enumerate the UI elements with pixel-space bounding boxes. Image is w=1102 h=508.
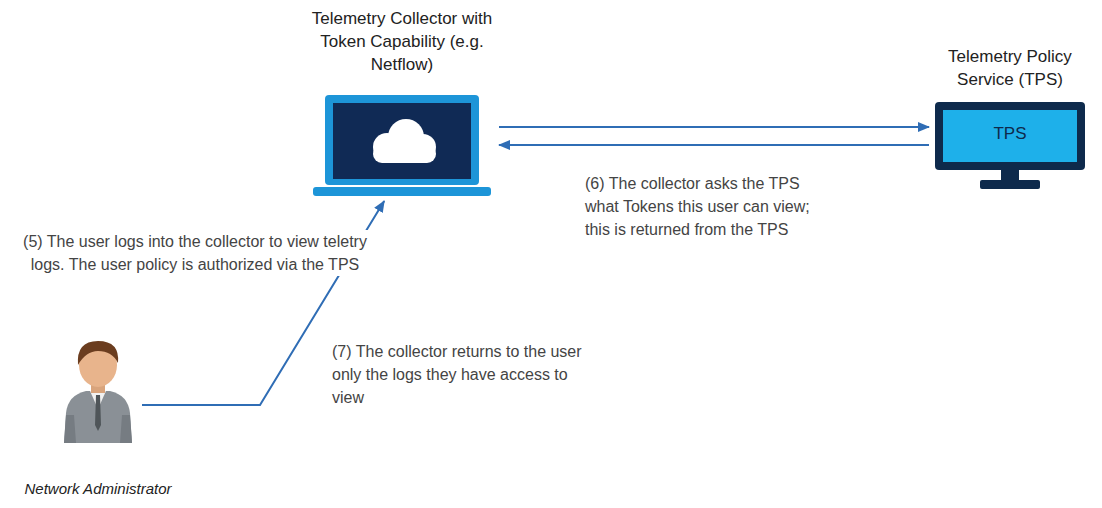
node-heading: Telemetry Policy Service (TPS) bbox=[930, 46, 1090, 92]
node-caption: Network Administrator bbox=[0, 479, 198, 499]
tps-icon: Telemetry Policy Service (TPS)TPS bbox=[935, 102, 1085, 190]
step-note: (7) The collector returns to the user on… bbox=[332, 340, 597, 410]
node-heading: Telemetry Collector with Token Capabilit… bbox=[290, 8, 515, 77]
step-note: (5) The user logs into the collector to … bbox=[20, 230, 370, 276]
screen-label: TPS bbox=[943, 108, 1077, 160]
collector-icon: Telemetry Collector with Token Capabilit… bbox=[313, 95, 491, 197]
laptop-icon bbox=[313, 95, 491, 197]
step-note: (6) The collector asks the TPS what Toke… bbox=[585, 172, 835, 242]
flow-arrow bbox=[499, 144, 929, 146]
monitor-icon bbox=[935, 102, 1085, 190]
person-icon bbox=[60, 335, 136, 443]
flow-arrow bbox=[499, 126, 929, 128]
admin-icon: Network Administrator bbox=[60, 335, 136, 443]
